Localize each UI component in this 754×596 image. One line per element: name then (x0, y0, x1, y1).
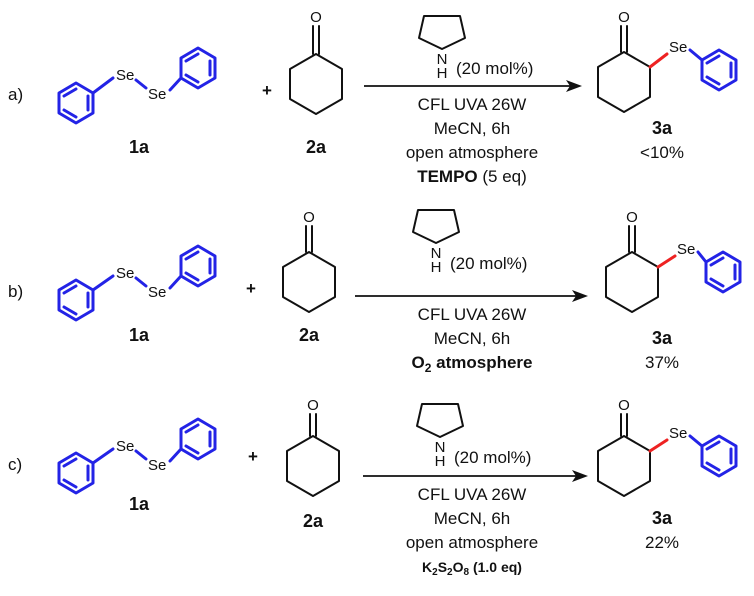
scheme-row-c: c) Se Se 1a + O 2a N H (20 mol%) C (8, 397, 738, 578)
condition-oxidant: K2S2O8 (1.0 eq) (422, 559, 522, 578)
cyclohexane-ring (597, 51, 651, 113)
diphenyl-diselenide-c: Se Se (57, 417, 217, 495)
condition-lamp: CFL UVA 26W (418, 485, 527, 504)
phenyl-ring-right (179, 417, 217, 461)
pyrrolidine-catalyst-b: N H (412, 209, 460, 276)
row-label-b: b) (8, 282, 23, 301)
compound-label-2a: 2a (306, 137, 327, 157)
arrow-head (566, 80, 582, 92)
arrow-head (572, 290, 588, 302)
condition-additive: TEMPO (5 eq) (417, 167, 527, 186)
catalyst-loading: (20 mol%) (450, 254, 527, 273)
compound-label-1a: 1a (129, 137, 150, 157)
cyclohexane-ring (605, 251, 659, 313)
compound-label-1a: 1a (129, 325, 150, 345)
se-atom-2: Se (148, 284, 166, 301)
se-atom: Se (669, 425, 687, 442)
condition-solvent-time: MeCN, 6h (434, 119, 511, 138)
phenyl-ring-right (179, 244, 217, 288)
compound-label-3a: 3a (652, 508, 673, 528)
compound-label-3a: 3a (652, 328, 673, 348)
cyclohexanone-a: O (289, 9, 343, 115)
condition-solvent-time: MeCN, 6h (434, 509, 511, 528)
condition-atmosphere: open atmosphere (406, 143, 538, 162)
cyclohexane-ring (597, 435, 651, 497)
pyrrolidine-ring (416, 403, 464, 438)
se-atom: Se (677, 241, 695, 258)
product-3a-a: O Se (597, 9, 738, 113)
se-atom-2: Se (148, 457, 166, 474)
hydrogen-atom: H (437, 65, 448, 82)
cyclohexane-ring (289, 53, 343, 115)
alpha-cse-bond (648, 438, 669, 453)
oxygen-atom: O (618, 397, 630, 414)
oxygen-atom: O (303, 209, 315, 226)
condition-atmosphere: O2 atmosphere (411, 353, 532, 375)
hydrogen-atom: H (431, 259, 442, 276)
phenyl-ring-right (179, 46, 217, 90)
product-3a-b: O Se (605, 209, 742, 313)
cyclohexanone-b: O (282, 209, 336, 313)
condition-atmosphere: open atmosphere (406, 533, 538, 552)
condition-solvent-time: MeCN, 6h (434, 329, 511, 348)
nitrogen-atom: N (437, 51, 448, 68)
phenyl-ring (700, 48, 738, 92)
oxygen-atom: O (307, 397, 319, 414)
oxygen-atom: O (618, 9, 630, 26)
yield-c: 22% (645, 533, 679, 552)
pyrrolidine-ring (412, 209, 460, 244)
hydrogen-atom: H (435, 453, 446, 470)
arrow-head (572, 470, 588, 482)
plus-sign: + (248, 447, 258, 466)
se-atom-1: Se (116, 265, 134, 282)
plus-sign: + (246, 279, 256, 298)
row-label-a: a) (8, 85, 23, 104)
phenyl-ring (704, 250, 742, 294)
catalyst-loading: (20 mol%) (454, 448, 531, 467)
compound-label-3a: 3a (652, 118, 673, 138)
catalyst-loading: (20 mol%) (456, 59, 533, 78)
row-label-c: c) (8, 455, 22, 474)
oxygen-atom: O (310, 9, 322, 26)
alpha-cse-bond (648, 52, 669, 69)
compound-label-2a: 2a (303, 511, 324, 531)
pyrrolidine-catalyst-c: N H (416, 403, 464, 470)
yield-a: <10% (640, 143, 684, 162)
yield-b: 37% (645, 353, 679, 372)
phenyl-ring (700, 434, 738, 478)
cyclohexanone-c: O (286, 397, 340, 497)
oxygen-atom: O (626, 209, 638, 226)
scheme-row-b: b) Se Se 1a + O 2a N H (20 mol%) C (8, 209, 742, 375)
product-3a-c: O Se (597, 397, 738, 497)
se-atom-1: Se (116, 438, 134, 455)
plus-sign: + (262, 81, 272, 100)
compound-label-1a: 1a (129, 494, 150, 514)
condition-lamp: CFL UVA 26W (418, 95, 527, 114)
pyrrolidine-ring (418, 15, 466, 50)
compound-label-2a: 2a (299, 325, 320, 345)
nitrogen-atom: N (431, 245, 442, 262)
se-atom-2: Se (148, 86, 166, 103)
scheme-row-a: a) Se Se 1a + O 2a N H (20 mol%) (8, 9, 738, 186)
se-atom: Se (669, 39, 687, 56)
cyclohexane-ring (282, 251, 336, 313)
se-atom-1: Se (116, 67, 134, 84)
condition-lamp: CFL UVA 26W (418, 305, 527, 324)
pyrrolidine-catalyst-a: N H (418, 15, 466, 82)
nitrogen-atom: N (435, 439, 446, 456)
diphenyl-diselenide-b: Se Se (57, 244, 217, 322)
cyclohexane-ring (286, 435, 340, 497)
alpha-cse-bond (656, 254, 677, 269)
diphenyl-diselenide-a: Se Se (57, 46, 217, 125)
